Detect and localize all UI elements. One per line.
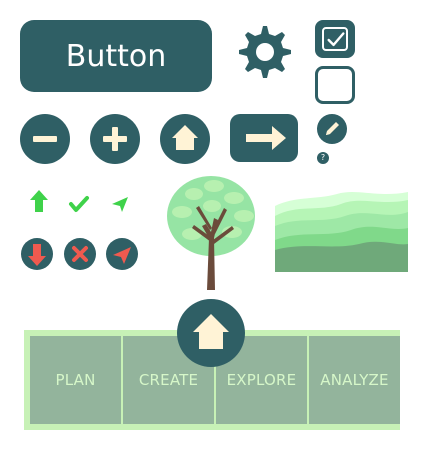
checkmark-icon: [327, 32, 345, 47]
next-button[interactable]: [230, 114, 298, 162]
checkbox-unchecked[interactable]: [315, 66, 355, 104]
minus-button[interactable]: [20, 114, 70, 164]
green-send-icon[interactable]: [110, 194, 130, 214]
home-icon: [193, 314, 229, 349]
primary-button[interactable]: Button: [20, 20, 212, 92]
help-icon: ?: [320, 153, 326, 162]
checkbox-checked-inner: [322, 27, 348, 51]
green-checkmark-icon[interactable]: [68, 194, 90, 214]
tab-analyze[interactable]: ANALYZE: [309, 336, 400, 424]
checkbox-checked[interactable]: [315, 20, 355, 58]
green-up-arrow-icon[interactable]: [28, 188, 50, 214]
minus-icon: [33, 136, 57, 142]
send-red-icon: [113, 247, 131, 264]
tab-plan[interactable]: PLAN: [30, 336, 121, 424]
home-fab[interactable]: [177, 299, 245, 367]
tree-image: [167, 176, 255, 290]
help-button[interactable]: ?: [317, 152, 329, 164]
edit-button[interactable]: [317, 114, 347, 144]
x-icon: [72, 246, 88, 262]
plus-button[interactable]: [90, 114, 140, 164]
plus-icon: [103, 127, 127, 151]
home-icon: [172, 125, 198, 150]
close-button[interactable]: [64, 238, 96, 270]
tab-create[interactable]: CREATE: [123, 336, 214, 424]
gear-icon[interactable]: [231, 20, 295, 84]
down-arrow-icon: [28, 244, 46, 266]
pencil-icon: [326, 122, 339, 135]
down-button[interactable]: [21, 238, 53, 270]
arrow-right-icon: [246, 126, 286, 150]
home-button[interactable]: [160, 114, 210, 164]
send-button-red[interactable]: [106, 238, 138, 270]
hills-image: [275, 186, 408, 272]
